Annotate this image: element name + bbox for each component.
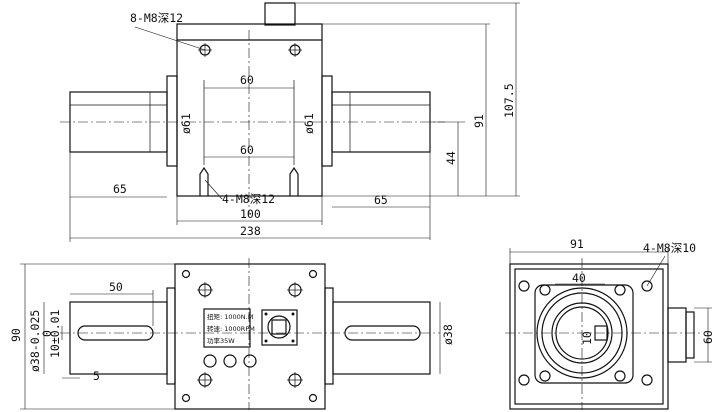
dim-top-60-upper: 60 (240, 73, 254, 87)
side-inner-square (534, 284, 634, 384)
dim-shaft-tol: 0 (40, 330, 54, 337)
side-connector (667, 307, 687, 363)
dim-40: 40 (572, 271, 586, 285)
label-4-m8: 4-M8深12 (222, 192, 275, 206)
dim-shaft-dia: ø38-0.025 (28, 310, 42, 372)
front-view: 扭矩: 1000N.M 转速: 1000RPM 功率35W 50 5 90 ø3… (9, 258, 455, 410)
front-right-shaft (332, 301, 431, 375)
dim-90: 90 (9, 328, 23, 342)
dim-238: 238 (240, 224, 261, 238)
dim-91-side: 91 (570, 237, 584, 251)
connector-front (261, 309, 298, 346)
dim-60-side: 60 (701, 330, 715, 344)
dim-50: 50 (109, 280, 123, 294)
dim-65-left: 65 (113, 182, 127, 196)
dim-44: 44 (444, 151, 458, 165)
nameplate-speed: 转速: 1000RPM (207, 324, 255, 333)
dim-91: 91 (472, 114, 486, 128)
dim-100: 100 (240, 207, 261, 221)
dim-10-side: 10 (580, 331, 594, 345)
dim-top-60-lower: 60 (240, 143, 254, 157)
nameplate-power: 功率35W (207, 336, 235, 345)
dim-right-shaft-dia: ø38 (441, 324, 455, 345)
side-view: 91 40 10 4-M8深10 60 (505, 237, 715, 410)
dim-5: 5 (93, 369, 100, 383)
left-flange (166, 75, 178, 167)
label-4-m8-side: 4-M8深10 (643, 241, 696, 255)
dim-key-width: 10±0.01 (48, 309, 62, 358)
dim-dia-61-left: ø61 (179, 113, 193, 134)
nameplate-torque: 扭矩: 1000N.M (207, 312, 253, 321)
right-flange (321, 75, 333, 167)
label-8-m8: 8-M8深12 (130, 11, 183, 25)
nameplate (203, 308, 251, 348)
connector-top (264, 2, 296, 26)
top-view: 60 60 ø61 ø61 8-M8深12 4-M8深12 65 65 100 … (60, 2, 520, 242)
dim-dia-61-right: ø61 (302, 113, 316, 134)
dim-65-right: 65 (374, 193, 388, 207)
front-left-shaft (69, 301, 168, 375)
dim-107-5: 107.5 (502, 83, 516, 118)
